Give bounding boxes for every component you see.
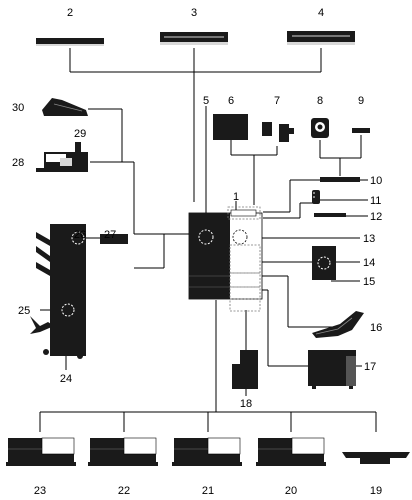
unit-7-mounting-kit <box>262 122 294 142</box>
main-unit <box>188 206 263 312</box>
callout-20: 20 <box>285 485 297 497</box>
unit-28-29-finisher-inner <box>36 142 88 172</box>
callout-13: 13 <box>363 233 375 245</box>
unit-6-panel <box>213 114 248 140</box>
unit-2-original-cover <box>36 38 104 46</box>
unit-11-keyboard-holder <box>312 190 320 204</box>
unit-19-desk <box>342 452 410 464</box>
unit-9-card-reader <box>352 128 370 133</box>
callout-11: 11 <box>370 195 381 207</box>
callout-21: 21 <box>202 485 214 497</box>
callout-6: 6 <box>228 95 234 107</box>
callout-1: 1 <box>233 191 239 203</box>
callout-12: 12 <box>370 211 382 223</box>
unit-17-large-capacity-unit <box>308 350 356 389</box>
callout-23: 23 <box>34 485 46 497</box>
unit-30-saddle-unit <box>42 98 88 116</box>
unit-12-keyboard <box>314 213 346 217</box>
callout-labels: 2 3 4 5 6 7 8 9 1 10 11 12 13 14 15 16 1… <box>12 7 382 497</box>
callout-30: 30 <box>12 102 24 114</box>
callout-26: 26 <box>74 229 86 241</box>
unit-4-dual-scan-feeder <box>287 31 355 45</box>
callout-4: 4 <box>318 7 324 19</box>
callout-19: 19 <box>370 485 382 497</box>
callout-3: 3 <box>191 7 197 19</box>
callout-7: 7 <box>274 95 280 107</box>
callout-15: 15 <box>363 276 375 288</box>
unit-10-working-table <box>320 177 360 182</box>
callout-29: 29 <box>74 128 86 140</box>
unit-25-punch-kit <box>30 316 54 334</box>
callout-17: 17 <box>364 361 376 373</box>
callout-5: 5 <box>203 95 209 107</box>
unit-16-tray <box>312 311 364 338</box>
unit-23-feed-cabinet <box>6 437 76 466</box>
unit-20-feed-cabinet <box>256 437 326 466</box>
unit-27-relay-unit <box>100 234 128 244</box>
callout-16: 16 <box>370 322 382 334</box>
callout-9: 9 <box>358 95 364 107</box>
callout-28: 28 <box>12 157 24 169</box>
unit-24-finisher <box>36 224 86 359</box>
unit-14-fax-kit <box>312 246 336 280</box>
callout-10: 10 <box>370 175 382 187</box>
unit-21-feed-cabinet <box>172 437 242 466</box>
callout-2: 2 <box>67 7 73 19</box>
callout-22: 22 <box>118 485 130 497</box>
callout-14: 14 <box>363 257 375 269</box>
callout-27: 27 <box>104 229 116 241</box>
unit-18-cabinet <box>232 350 258 389</box>
unit-22-feed-cabinet <box>88 437 158 466</box>
callout-24: 24 <box>60 373 72 385</box>
callout-25: 25 <box>18 305 30 317</box>
unit-8-authentication-device <box>311 118 329 138</box>
unit-3-document-feeder <box>160 32 228 45</box>
callout-18: 18 <box>240 398 252 410</box>
connector-lines <box>39 48 377 432</box>
callout-8: 8 <box>317 95 323 107</box>
